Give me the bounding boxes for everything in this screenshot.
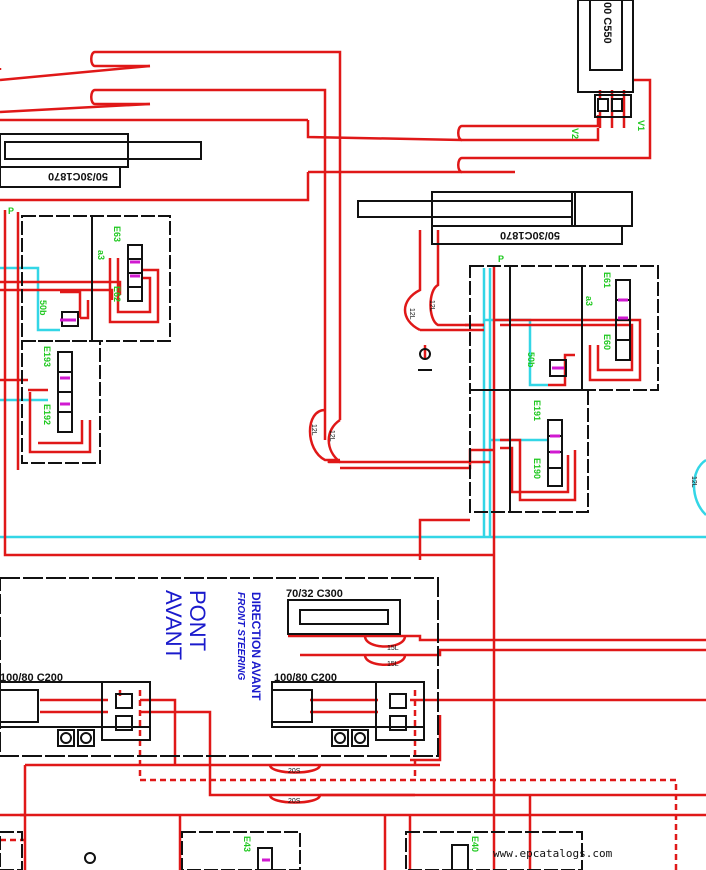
label-hose-15l-a: 15L — [387, 645, 399, 652]
title-pont: PONT — [185, 590, 210, 651]
label-50b-left: 50b — [38, 300, 48, 316]
label-e190: E190 — [532, 458, 542, 479]
label-c200-right: 100/80 C200 — [274, 672, 337, 684]
label-cylinder-left: 50/30C1870 — [48, 170, 108, 182]
label-c550: 00 C550 — [601, 2, 613, 44]
label-p-left: P — [8, 206, 14, 216]
label-e191: E191 — [532, 400, 542, 421]
label-p-right: P — [498, 254, 504, 264]
label-v2: V2 — [570, 128, 580, 139]
label-50b-right: 50b — [526, 352, 536, 368]
label-e63: E63 — [112, 226, 122, 242]
label-hose-12l-a: 12L — [428, 300, 435, 312]
label-c200-left: 100/80 C200 — [0, 672, 63, 684]
label-hose-12l-d: 12L — [328, 430, 335, 442]
label-hose-15l-b: 15L — [387, 661, 399, 668]
label-e192: E192 — [42, 404, 52, 425]
title-direction-avant: DIRECTION AVANT — [249, 592, 263, 701]
label-hose-20s-b: 20S — [288, 798, 301, 805]
label-e62: E62 — [112, 286, 122, 302]
label-e40: E40 — [470, 836, 480, 852]
solenoids — [60, 260, 628, 862]
title-front-steering: FRONT STEERING — [235, 592, 246, 681]
label-e60: E60 — [602, 334, 612, 350]
label-e61: E61 — [602, 272, 612, 288]
title-avant: AVANT — [161, 590, 186, 660]
label-e43: E43 — [242, 836, 252, 852]
watermark: www.epcatalogs.com — [493, 847, 613, 860]
label-a3-right: a3 — [584, 296, 594, 306]
label-hose-12l-c: 12L — [310, 424, 317, 436]
label-v1: V1 — [636, 120, 646, 131]
label-cylinder-right: 50/30C1870 — [500, 229, 560, 241]
components — [0, 0, 659, 870]
label-c300: 70/32 C300 — [286, 588, 343, 600]
label-hose-20s-a: 20S — [288, 768, 301, 775]
label-hose-12l-e: 12L — [690, 476, 697, 488]
pressure-lines — [0, 50, 706, 870]
label-e193: E193 — [42, 346, 52, 367]
label-hose-12l-b: 12L — [408, 308, 415, 320]
label-a3-left: a3 — [96, 250, 106, 260]
return-lines — [0, 266, 706, 539]
